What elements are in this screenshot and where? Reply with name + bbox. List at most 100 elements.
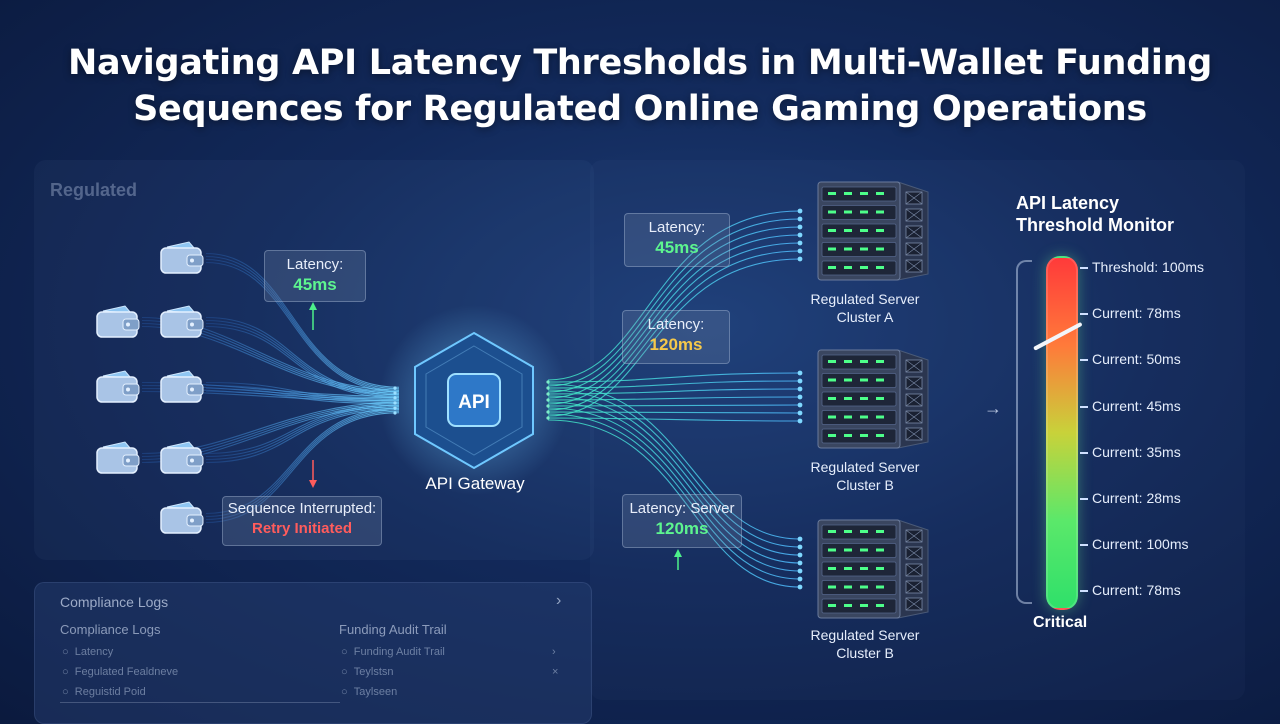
server-led (828, 397, 836, 400)
logs-right-item-text: Taylseen (353, 686, 398, 698)
server-unit (821, 543, 897, 558)
sequence-interrupted-label: Sequence Interrupted: (227, 500, 377, 517)
server-led (876, 604, 884, 607)
flow-node (797, 394, 803, 400)
server-unit (821, 410, 897, 425)
wallet-icon (95, 441, 141, 475)
flow-node (797, 208, 803, 214)
logs-right-item: ○ Taylseen (341, 686, 398, 698)
server-led (828, 434, 836, 437)
wallet-flow-line (205, 390, 400, 405)
gateway-inner-hexagon (425, 345, 523, 456)
server-flow-line (547, 258, 801, 417)
server-led (844, 397, 852, 400)
latency-badge-cluster-a-value: 45ms (655, 238, 699, 257)
server-fan-blade (905, 563, 923, 577)
server-fan-blade (905, 242, 923, 256)
logs-left-item-text: Latency (74, 646, 114, 658)
wallet-icon (95, 370, 141, 404)
server-led (844, 415, 852, 419)
latency-badge-middle-label: Latency: (647, 316, 705, 333)
chevron-right-icon[interactable]: › (556, 592, 562, 609)
monitor-title: API Latency Threshold Monitor (1016, 192, 1174, 236)
server-flow-line (547, 380, 801, 389)
server-led (828, 567, 836, 570)
flow-node (797, 552, 803, 558)
server-flow-line (547, 389, 801, 548)
gauge-tick (1080, 267, 1088, 269)
server-led (876, 266, 884, 269)
cluster-b-label: Regulated Server Cluster B (790, 458, 940, 494)
server-led (860, 604, 868, 607)
wallet-flow-line (205, 322, 400, 397)
server-fan-blade (905, 393, 923, 407)
server-led (860, 378, 868, 382)
server-led (860, 434, 868, 437)
server-led (860, 360, 868, 363)
latency-badge-server: Latency: Server 120ms (622, 494, 742, 548)
server-unit (821, 354, 897, 370)
wallet-flow-line (205, 325, 400, 399)
gauge-tick (1080, 405, 1088, 408)
server-flow-lines (546, 208, 803, 590)
gauge-tick-label: Threshold: 100ms (1092, 259, 1205, 275)
server-flow-line (547, 417, 801, 422)
chevron-right-icon[interactable]: › (552, 646, 556, 658)
gauge-bracket (1016, 260, 1032, 604)
gauge-tick (1080, 498, 1088, 500)
wallet-flow-line (205, 258, 400, 391)
server-flow-line (547, 250, 801, 411)
flow-node (797, 410, 803, 416)
wallet-flow-line (205, 407, 400, 461)
server-fan-blade (905, 580, 923, 594)
wallet-flow-line (205, 319, 400, 396)
server-led (876, 567, 884, 570)
server-flow-line (547, 411, 801, 414)
page-title: Navigating API Latency Thresholds in Mul… (0, 40, 1280, 132)
server-fan-blade (905, 359, 923, 373)
wallet-flow-line (205, 404, 400, 455)
gauge-tick (1080, 313, 1088, 316)
server-unit (821, 242, 897, 257)
server-led (844, 530, 852, 533)
server-fan-blade (905, 376, 923, 390)
server-flow-line (547, 218, 801, 387)
server-led (860, 247, 868, 251)
flow-node (797, 240, 803, 246)
flow-node (797, 232, 803, 238)
server-led (860, 415, 868, 419)
gauge-tick (1080, 451, 1088, 454)
server-led (876, 530, 884, 533)
gauge-tick-label: Current: 78ms (1092, 582, 1181, 599)
wallet-icon (95, 305, 141, 339)
cluster-c-label: Regulated Server Cluster B (790, 626, 940, 662)
server-unit (821, 205, 897, 220)
logs-left-title: Compliance Logs (60, 622, 161, 637)
server-led (844, 567, 852, 570)
server-flow-line (547, 242, 801, 405)
monitor-title-line1: API Latency (1016, 193, 1120, 213)
flow-node (797, 568, 803, 574)
flow-node (797, 560, 803, 566)
wallet-flow-line (205, 316, 400, 394)
sequence-interrupted-badge: Sequence Interrupted: Retry Initiated (222, 496, 382, 546)
server-led (876, 415, 884, 419)
server-led (828, 210, 836, 214)
server-led (876, 360, 884, 363)
gauge-tick-label: Current: 50ms (1092, 351, 1181, 368)
server-led (860, 548, 868, 552)
server-led (860, 192, 868, 195)
close-icon[interactable]: × (552, 666, 559, 678)
server-unit (821, 598, 897, 614)
server-unit (821, 260, 897, 276)
server-fan-blade (905, 191, 923, 205)
server-flow-line (547, 372, 801, 383)
server-led (876, 397, 884, 400)
gateway-chip-text: API (458, 392, 490, 413)
server-led (876, 192, 884, 195)
title-line-2: Sequences for Regulated Online Gaming Op… (133, 89, 1147, 129)
server-fan-blade (905, 410, 923, 424)
server-led (844, 434, 852, 437)
wallet-icon (159, 305, 205, 339)
gateway-chip (447, 373, 501, 427)
